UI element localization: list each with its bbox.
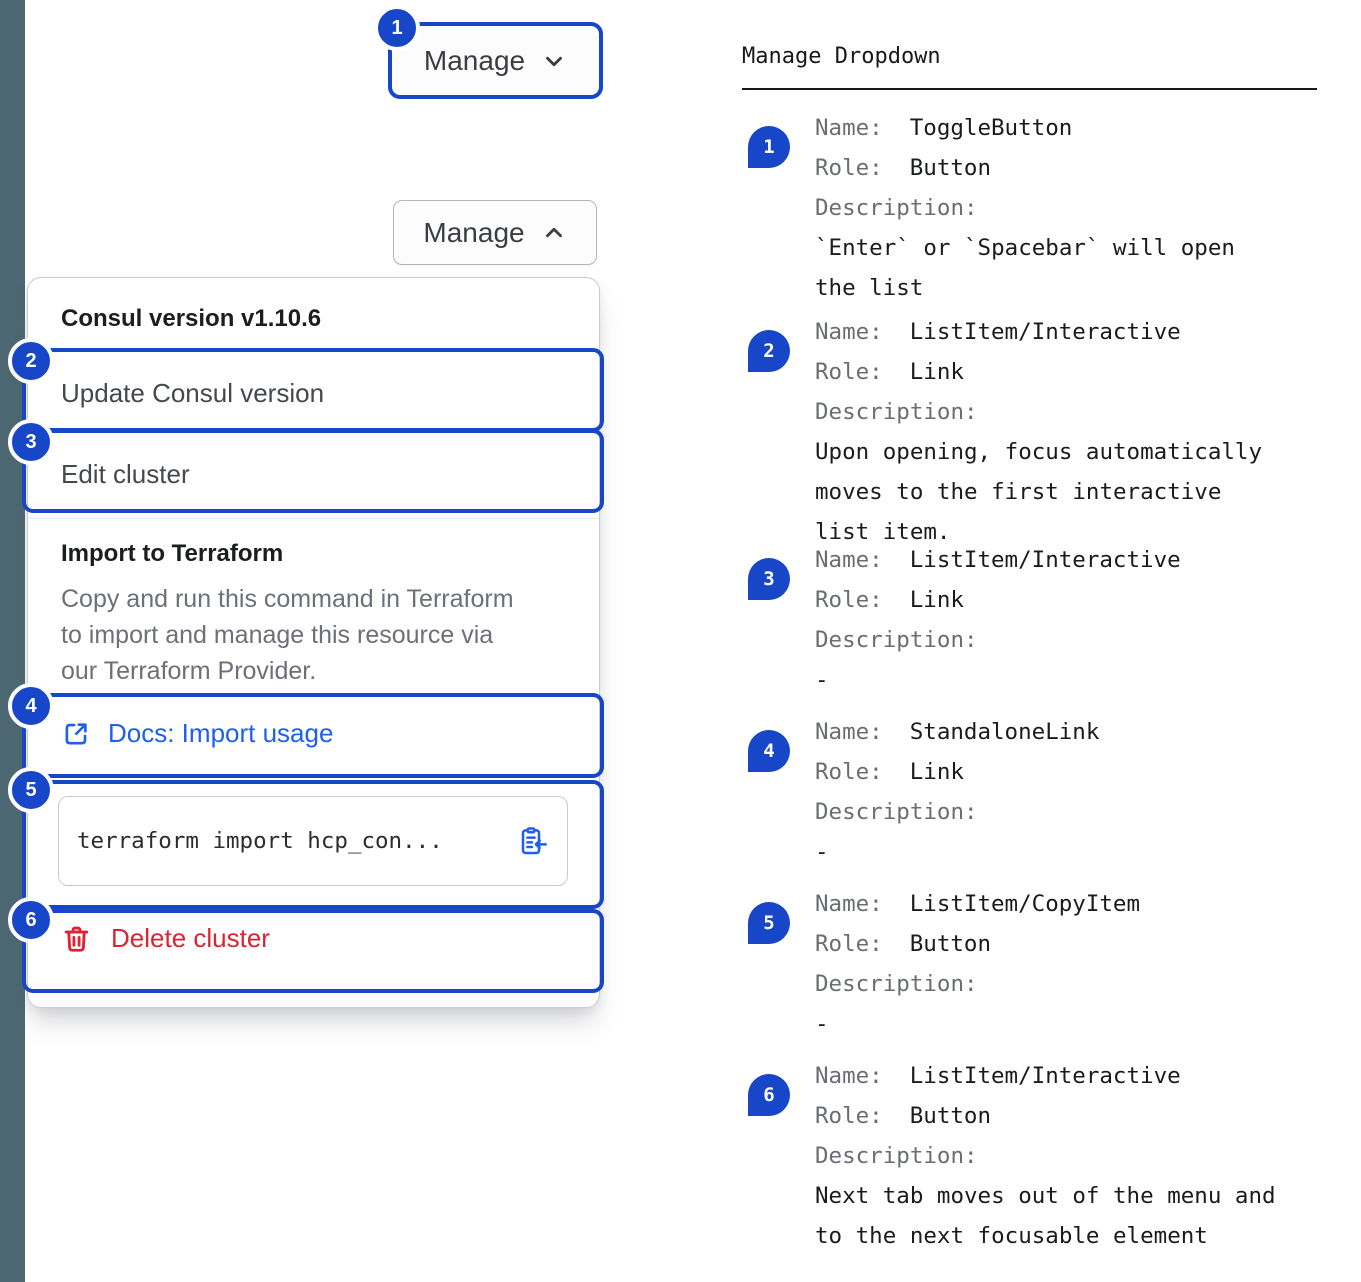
- annotation-badge-2: 2: [8, 338, 54, 384]
- delete-cluster-label: Delete cluster: [111, 923, 270, 953]
- spec-name-value: ListItem/CopyItem: [909, 891, 1141, 917]
- spec-badge-3: 3: [748, 558, 790, 600]
- spec-name-value: ToggleButton: [909, 115, 1073, 141]
- spec-badge-6: 6: [748, 1074, 790, 1116]
- spec-role-value: Button: [909, 155, 992, 181]
- menu-section-version-heading: Consul version v1.10.6: [61, 305, 322, 332]
- spec-description-label: Description:: [815, 195, 978, 221]
- spec-name-line: Name:ListItem/CopyItem: [815, 891, 1141, 917]
- spec-description-value: -: [815, 839, 829, 865]
- spec-badge-1: 1: [748, 126, 790, 168]
- copy-icon[interactable]: [517, 825, 549, 857]
- manage-dropdown-menu: Consul version v1.10.6 Update Consul ver…: [27, 277, 600, 1008]
- spec-divider: [742, 88, 1317, 90]
- manage-toggle-button[interactable]: Manage: [388, 22, 603, 99]
- annotation-badge-3: 3: [8, 419, 54, 465]
- spec-name-line: Name:ListItem/Interactive: [815, 1063, 1181, 1089]
- spec-role-value: Button: [909, 1103, 992, 1129]
- spec-name-line: Name:ListItem/Interactive: [815, 547, 1181, 573]
- spec-title: Manage Dropdown: [742, 44, 941, 69]
- annotation-badge-6: 6: [8, 897, 54, 943]
- spec-role-value: Button: [909, 931, 992, 957]
- spec-name-line: Name:ListItem/Interactive: [815, 319, 1181, 345]
- spec-description-label: Description:: [815, 971, 978, 997]
- spec-description-label: Description:: [815, 799, 978, 825]
- code-snippet-field[interactable]: terraform import hcp_con...: [58, 796, 568, 886]
- spec-name-value: StandaloneLink: [909, 719, 1100, 745]
- spec-description-value: Next tab moves out of the menu and to th…: [815, 1183, 1276, 1249]
- manage-toggle-label: Manage: [423, 44, 526, 76]
- docs-import-link-label: Docs: Import usage: [108, 718, 334, 748]
- spec-badge-2: 2: [748, 330, 790, 372]
- spec-role-line: Role:Link: [815, 587, 964, 613]
- import-description: Copy and run this command in Terraform t…: [61, 585, 514, 685]
- menu-item-edit-cluster[interactable]: Edit cluster: [61, 459, 190, 489]
- menu-section-import-heading: Import to Terraform: [61, 540, 284, 567]
- spec-role-line: Role:Button: [815, 1103, 992, 1129]
- spec-item-1: 1 Name:ToggleButton Role:Button Descript…: [742, 108, 1332, 308]
- spec-item-5: 5 Name:ListItem/CopyItem Role:Button Des…: [742, 884, 1332, 1044]
- spec-name-value: ListItem/Interactive: [909, 547, 1181, 573]
- menu-item-delete-cluster[interactable]: Delete cluster: [61, 923, 270, 954]
- spec-description-label: Description:: [815, 1143, 978, 1169]
- spec-role-line: Role:Button: [815, 931, 992, 957]
- spec-role-value: Link: [909, 587, 964, 613]
- spec-role-line: Role:Link: [815, 359, 964, 385]
- code-snippet-text: terraform import hcp_con...: [77, 828, 443, 854]
- spec-role-line: Role:Link: [815, 759, 964, 785]
- spec-description-label: Description:: [815, 399, 978, 425]
- annotation-badge-1: 1: [374, 5, 420, 51]
- spec-badge-4: 4: [748, 730, 790, 772]
- spec-item-3: 3 Name:ListItem/Interactive Role:Link De…: [742, 540, 1332, 700]
- chevron-up-icon: [545, 227, 562, 237]
- chevron-down-icon: [546, 56, 563, 66]
- spec-name-value: ListItem/Interactive: [909, 1063, 1181, 1089]
- annotation-badge-5: 5: [8, 767, 54, 813]
- spec-role-value: Link: [909, 759, 964, 785]
- spec-role-line: Role:Button: [815, 155, 992, 181]
- spec-item-4: 4 Name:StandaloneLink Role:Link Descript…: [742, 712, 1332, 872]
- spec-description-value: -: [815, 1011, 829, 1037]
- spec-item-2: 2 Name:ListItem/Interactive Role:Link De…: [742, 312, 1332, 552]
- spec-name-value: ListItem/Interactive: [909, 319, 1181, 345]
- spec-role-value: Link: [909, 359, 964, 385]
- spec-description-value: -: [815, 667, 829, 693]
- spec-description-value: `Enter` or `Spacebar` will open the list: [815, 235, 1235, 301]
- external-link-icon: [65, 722, 87, 744]
- spec-item-6: 6 Name:ListItem/Interactive Role:Button …: [742, 1056, 1332, 1256]
- trash-icon: [64, 926, 89, 952]
- docs-import-link[interactable]: Docs: Import usage: [61, 718, 333, 749]
- left-edge-bar: [0, 0, 25, 1282]
- spec-description-value: Upon opening, focus automatically moves …: [815, 439, 1263, 545]
- annotation-badge-4: 4: [8, 683, 54, 729]
- menu-item-update-consul[interactable]: Update Consul version: [61, 378, 325, 408]
- spec-badge-5: 5: [748, 902, 790, 944]
- manage-toggle-button-open[interactable]: Manage: [393, 200, 597, 265]
- menu-divider: [28, 518, 599, 519]
- manage-toggle-open-label: Manage: [423, 216, 525, 248]
- spec-description-label: Description:: [815, 627, 978, 653]
- spec-name-line: Name:ToggleButton: [815, 115, 1073, 141]
- spec-name-line: Name:StandaloneLink: [815, 719, 1100, 745]
